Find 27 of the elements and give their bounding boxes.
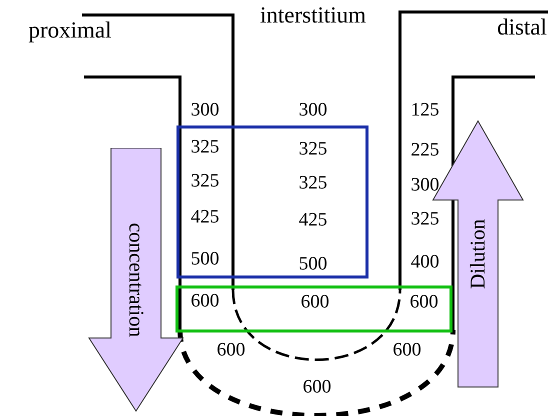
value-label: 600 bbox=[410, 292, 438, 312]
value-label: 600 bbox=[300, 292, 330, 312]
value-label: 300 bbox=[410, 176, 440, 194]
value-label: 125 bbox=[410, 100, 440, 120]
value-label: 300 bbox=[190, 100, 220, 120]
value-label: 325 bbox=[190, 138, 220, 156]
value-label: 600 bbox=[190, 292, 220, 310]
value-label: 300 bbox=[298, 100, 328, 120]
value-label: 600 bbox=[302, 378, 332, 396]
arrow-label: Dilution bbox=[468, 219, 488, 289]
value-label: 400 bbox=[410, 252, 440, 272]
region-label: proximal bbox=[28, 18, 112, 42]
value-label: 425 bbox=[298, 210, 328, 230]
arrow-label: concentration bbox=[126, 222, 146, 338]
value-label: 500 bbox=[298, 254, 328, 274]
value-label: 600 bbox=[392, 340, 422, 360]
value-label: 325 bbox=[410, 210, 440, 228]
value-label: 500 bbox=[190, 250, 220, 268]
value-label: 325 bbox=[190, 172, 220, 190]
value-label: 425 bbox=[190, 208, 220, 226]
value-label: 225 bbox=[410, 140, 440, 160]
value-label: 600 bbox=[216, 340, 246, 360]
block-arrow bbox=[88, 148, 184, 412]
region-label: interstitium bbox=[260, 4, 366, 26]
value-label: 325 bbox=[298, 140, 328, 158]
region-label: distal bbox=[497, 16, 547, 38]
value-label: 325 bbox=[298, 174, 328, 192]
